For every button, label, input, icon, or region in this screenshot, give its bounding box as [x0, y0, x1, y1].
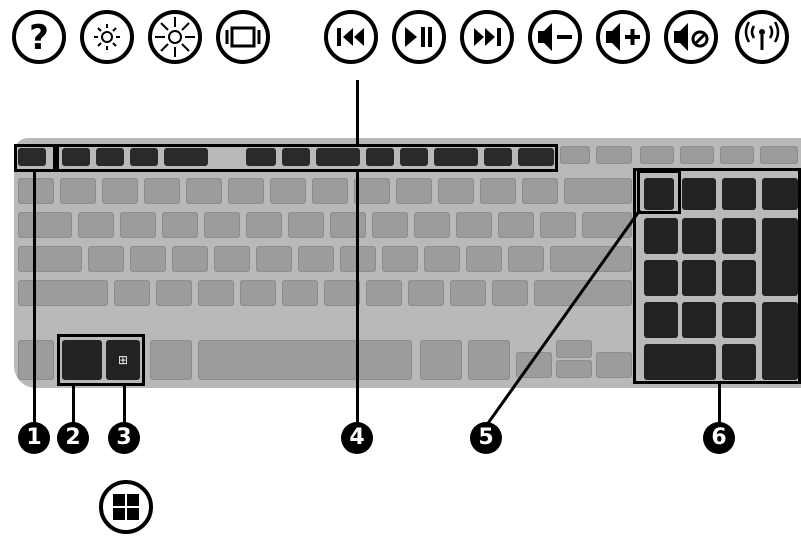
key-g	[256, 246, 292, 272]
callout-2: 2	[57, 422, 89, 454]
key-r	[204, 212, 240, 238]
key-n	[324, 280, 360, 306]
key-v	[240, 280, 276, 306]
arrow-up-key	[556, 340, 592, 358]
key-0	[438, 178, 474, 204]
delete-key	[596, 146, 632, 164]
key-k	[382, 246, 418, 272]
key-d	[172, 246, 208, 272]
key-s	[130, 246, 166, 272]
enter-key	[550, 246, 632, 272]
callout-1-line	[33, 172, 36, 424]
key-i	[372, 212, 408, 238]
period-key	[450, 280, 486, 306]
equals-key	[522, 178, 558, 204]
key-p	[456, 212, 492, 238]
page-up-key	[720, 146, 754, 164]
page-down-key	[760, 146, 798, 164]
key-8	[354, 178, 390, 204]
volume-down-icon	[526, 8, 584, 66]
key-1	[60, 178, 96, 204]
key-q	[78, 212, 114, 238]
callout-2-line	[72, 384, 75, 424]
home-key	[640, 146, 674, 164]
arrow-left-key	[516, 352, 552, 378]
mute-icon	[662, 8, 720, 66]
callout-3: 3	[108, 422, 140, 454]
quote-key	[508, 246, 544, 272]
callout-4-line-bottom	[356, 172, 359, 424]
fn-windows-keys-highlight	[57, 334, 145, 386]
key-c	[198, 280, 234, 306]
bracket-left-key	[498, 212, 534, 238]
wireless-icon	[730, 8, 794, 66]
key-m	[366, 280, 402, 306]
play-pause-icon	[390, 8, 448, 66]
backslash-key	[582, 212, 632, 238]
callout-1: 1	[18, 422, 50, 454]
arrow-right-key	[596, 352, 632, 378]
esc-key-highlight	[14, 144, 56, 172]
key-2	[102, 178, 138, 204]
caps-lock-key	[18, 246, 82, 272]
right-ctrl-key	[468, 340, 510, 380]
key-e	[162, 212, 198, 238]
semicolon-key	[466, 246, 502, 272]
switch-display-icon	[214, 8, 272, 66]
ctrl-key	[18, 340, 54, 380]
numeric-keypad-highlight	[633, 168, 801, 384]
previous-track-icon	[322, 8, 380, 66]
key-w	[120, 212, 156, 238]
key-l	[424, 246, 460, 272]
callout-4: 4	[341, 422, 373, 454]
callout-5: 5	[470, 422, 502, 454]
insert-key	[560, 146, 590, 164]
next-track-icon	[458, 8, 516, 66]
key-o	[414, 212, 450, 238]
key-4	[186, 178, 222, 204]
arrow-down-key	[556, 360, 592, 378]
key-5	[228, 178, 264, 204]
end-key	[680, 146, 714, 164]
key-x	[156, 280, 192, 306]
key-f	[214, 246, 250, 272]
key-3	[144, 178, 180, 204]
callout-6: 6	[703, 422, 735, 454]
brightness-up-icon	[146, 8, 204, 66]
volume-up-icon	[594, 8, 652, 66]
alt-gr-key	[420, 340, 462, 380]
key-9	[396, 178, 432, 204]
brightness-down-icon	[78, 8, 136, 66]
bracket-right-key	[540, 212, 576, 238]
slash-key	[492, 280, 528, 306]
svg-text:?: ?	[29, 18, 49, 58]
comma-key	[408, 280, 444, 306]
key-y	[288, 212, 324, 238]
grave-key	[18, 178, 54, 204]
alt-key	[150, 340, 192, 380]
key-z	[114, 280, 150, 306]
spacebar-key	[198, 340, 412, 380]
tab-key	[18, 212, 72, 238]
callout-4-line-top	[356, 80, 359, 144]
key-6	[270, 178, 306, 204]
windows-logo-icon	[97, 478, 155, 536]
key-t	[246, 212, 282, 238]
left-shift-key	[18, 280, 108, 306]
key-a	[88, 246, 124, 272]
key-b	[282, 280, 318, 306]
minus-key	[480, 178, 516, 204]
action-keys-highlight	[56, 144, 558, 172]
key-h	[298, 246, 334, 272]
key-u	[330, 212, 366, 238]
key-7	[312, 178, 348, 204]
callout-3-line	[123, 384, 126, 424]
right-shift-key	[534, 280, 632, 306]
help-icon: ?	[10, 8, 68, 66]
backspace-key	[564, 178, 632, 204]
callout-6-line	[718, 384, 721, 424]
